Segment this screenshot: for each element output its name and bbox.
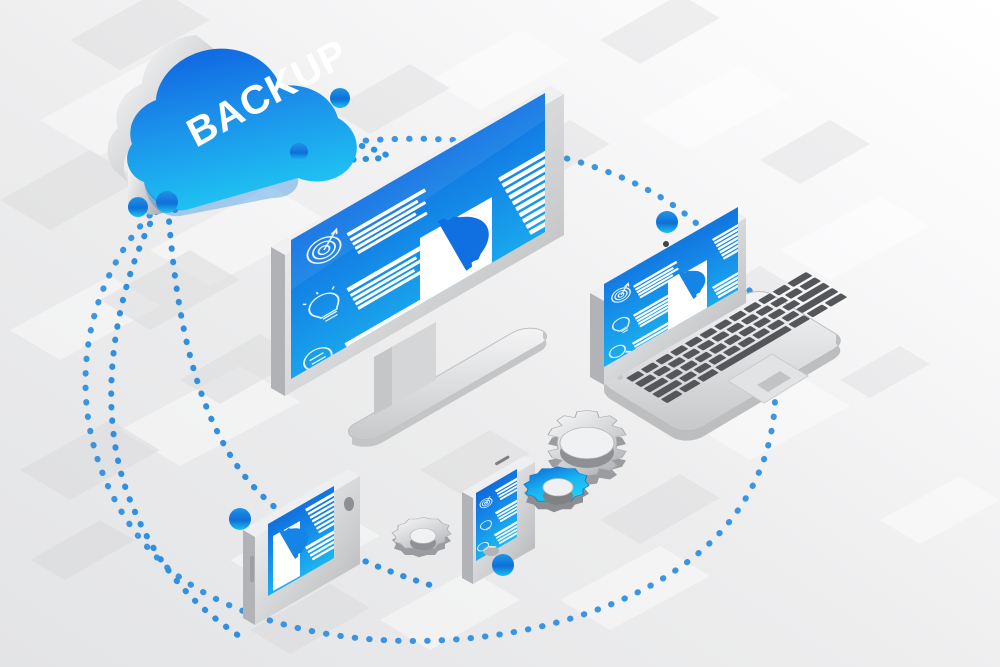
node-phone-bottom — [492, 554, 514, 576]
laptop — [590, 207, 847, 441]
phone-body-side — [462, 492, 473, 584]
laptop-icon-lightbulb — [612, 316, 630, 334]
laptop-indicator-2 — [624, 371, 630, 377]
phone-speaker — [495, 455, 510, 466]
smartphone — [462, 455, 535, 584]
node-cloud-left — [128, 197, 148, 217]
phone-icon-magnifier — [477, 541, 497, 552]
node-cloud-arc — [290, 143, 308, 161]
tablet-home-button — [250, 556, 254, 582]
gear-small-silver — [391, 516, 452, 558]
gear-blue — [523, 466, 590, 513]
node-laptop-top — [656, 211, 678, 233]
laptop-lid-side — [590, 293, 604, 385]
cloud-bottom-shade — [144, 178, 299, 217]
laptop-trackpad-button — [757, 371, 791, 392]
laptop-text-lines-right — [712, 214, 738, 299]
laptop-webcam — [663, 241, 669, 247]
node-tablet-left — [229, 508, 251, 530]
laptop-keyboard — [617, 272, 847, 404]
tablet — [243, 469, 360, 625]
device-nodes — [229, 211, 678, 576]
gear-large-silver — [547, 410, 627, 485]
tablet-body-side — [243, 530, 255, 625]
laptop-icon-target — [611, 282, 631, 303]
node-cloud-right — [330, 88, 350, 108]
gear-icon — [437, 216, 489, 271]
gear-icon — [278, 528, 309, 560]
phone-icon-target — [479, 496, 493, 509]
phone-body-top — [462, 456, 535, 498]
phone-text-lines — [494, 473, 517, 544]
cloud-body — [127, 48, 357, 211]
monitor-screen-gloss — [291, 93, 545, 290]
gear-icon — [678, 270, 706, 299]
monitor-icon-target — [306, 227, 342, 264]
cloud-edge-left — [107, 35, 214, 182]
monitor-icon-lightbulb — [302, 286, 340, 322]
tablet-text-lines — [305, 490, 334, 561]
monitor-neck-shade — [374, 347, 392, 415]
connector-nodes — [128, 88, 350, 217]
monitor-bezel-side — [271, 247, 285, 396]
desktop-monitor — [271, 86, 564, 447]
tablet-camera — [344, 497, 354, 511]
node-cloud-center — [156, 191, 178, 213]
tablet-body-top — [243, 469, 360, 537]
phone-icon-lightbulb — [479, 520, 493, 531]
monitor-screen — [291, 93, 545, 379]
tablet-gear-card — [273, 521, 309, 591]
laptop-base-side — [604, 334, 841, 441]
